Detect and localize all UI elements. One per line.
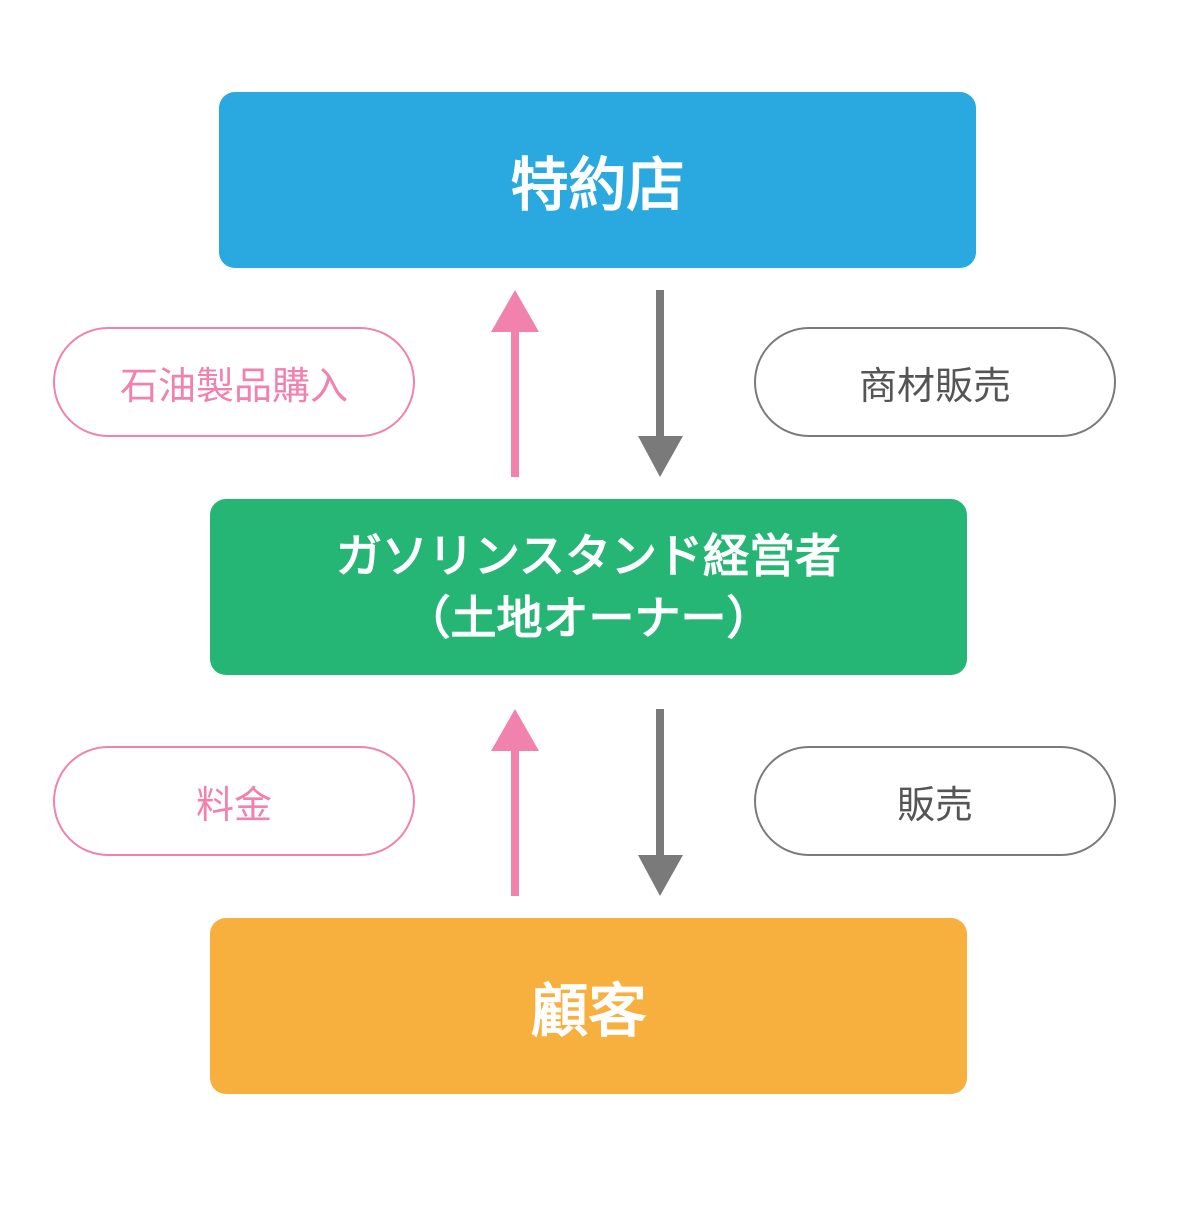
arrow-down-upper <box>638 290 683 477</box>
customer-label: 顧客 <box>530 977 647 1045</box>
dealer-box: 特約店 <box>219 92 976 268</box>
gas-station-operator-box: ガソリンスタンド経営者 （土地オーナー） <box>210 499 967 675</box>
operator-label-line1: ガソリンスタンド経営者 <box>335 529 842 583</box>
customer-box: 顧客 <box>210 918 967 1094</box>
arrow-down-lower <box>638 709 683 896</box>
petroleum-purchase-label: 石油製品購入 <box>53 327 415 437</box>
operator-label-line2: （土地オーナー） <box>404 591 773 645</box>
dealer-label: 特約店 <box>510 151 685 219</box>
merchandise-sales-label: 商材販売 <box>754 327 1116 437</box>
sales-label: 販売 <box>754 746 1116 856</box>
arrow-up-lower <box>491 709 539 896</box>
fee-label: 料金 <box>53 746 415 856</box>
arrow-up-upper <box>491 290 539 477</box>
